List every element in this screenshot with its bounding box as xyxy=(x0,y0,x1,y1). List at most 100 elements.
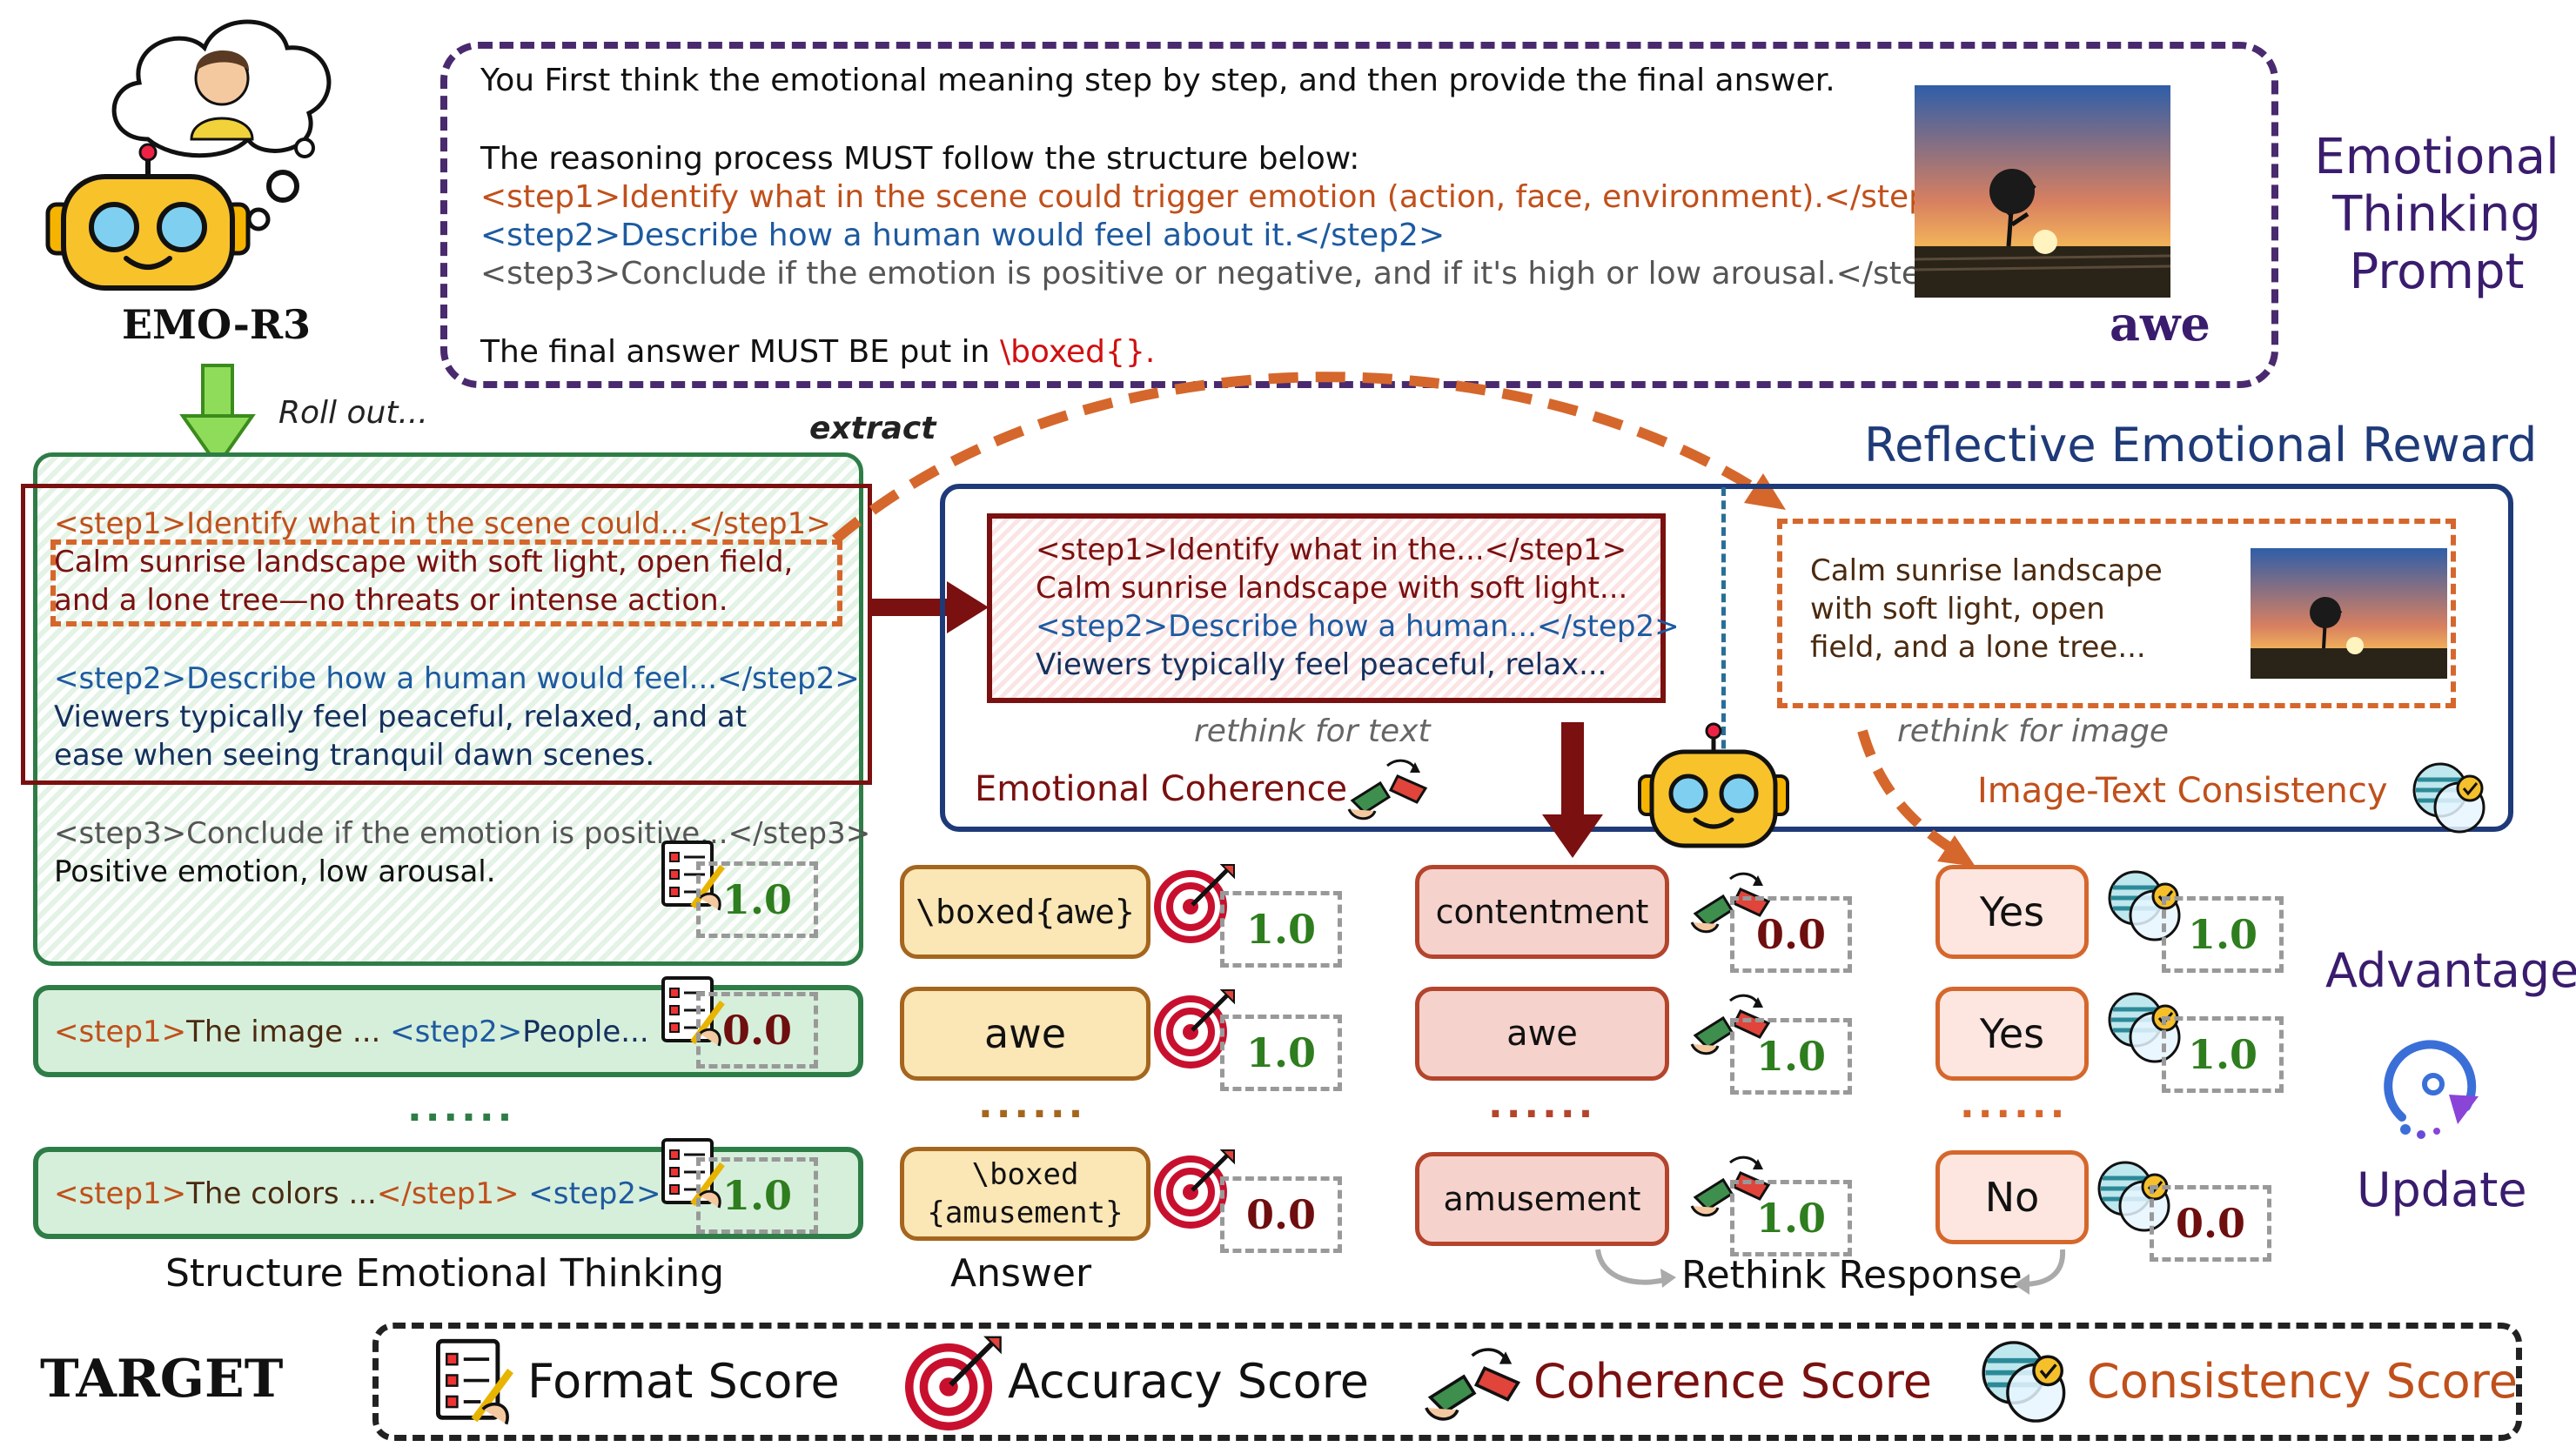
coherence-icon xyxy=(1425,1348,1521,1421)
rollout-step1-close-tag: </step1> xyxy=(376,1176,529,1211)
emotional-coherence-label: Emotional Coherence xyxy=(975,769,1348,809)
curved-arrow-right xyxy=(2014,1249,2066,1295)
down-arrow-image xyxy=(1857,729,1976,867)
thinking-step3-tag: <step3>Conclude if the emotion is positi… xyxy=(54,816,871,851)
extract-arrow xyxy=(832,372,1786,544)
rollout-row xyxy=(33,1147,863,1239)
robot-icon xyxy=(1638,722,1789,848)
rethink-caption: Rethink Response xyxy=(1681,1253,2023,1297)
step1-dashed-highlight xyxy=(50,539,842,626)
structure-caption: Structure Emotional Thinking xyxy=(165,1251,725,1296)
prompt-step1: <step1>Identify what in the scene could … xyxy=(480,179,1976,215)
rethink-text-box xyxy=(987,513,1666,703)
thinking-step2-text-a: Viewers typically feel peaceful, relaxed… xyxy=(54,700,748,734)
coherence-icon xyxy=(1690,994,1771,1055)
rethink-image-label: rethink for image xyxy=(1897,713,2170,749)
curved-arrow-left xyxy=(1595,1249,1676,1288)
legend-coherence: Coherence Score xyxy=(1533,1354,1932,1409)
consistency-box: Yes xyxy=(1935,865,2089,959)
extract-highlight xyxy=(21,484,872,785)
answer-box: awe xyxy=(900,987,1150,1081)
thought-cloud-icon xyxy=(111,19,332,158)
prompt-step3: <step3>Conclude if the emotion is positi… xyxy=(480,256,1987,291)
to-reward-arrow xyxy=(870,581,989,633)
prompt-final: The final answer MUST BE put in \boxed{}… xyxy=(480,334,1155,370)
format-score-value: 1.0 xyxy=(696,861,818,938)
ellipsis: ...... xyxy=(978,1082,1087,1127)
thinking-step1-text-a: Calm sunrise landscape with soft light, … xyxy=(54,545,794,579)
rethink-image-box xyxy=(1777,519,2456,708)
target-label: TARGET xyxy=(40,1349,284,1410)
rethink-text-label: rethink for text xyxy=(1194,713,1431,749)
format-score-icon xyxy=(435,1338,513,1425)
accuracy-icon xyxy=(1154,1149,1235,1229)
rollout-arrow xyxy=(179,364,256,469)
target-legend-box xyxy=(372,1323,2522,1441)
consistency-icon xyxy=(2108,992,2181,1063)
prompt-final-boxed: \boxed{}. xyxy=(999,334,1156,370)
accuracy-icon xyxy=(905,1336,1002,1430)
consistency-icon xyxy=(1982,1341,2066,1423)
consistency-box: No xyxy=(1935,1150,2089,1244)
ellipsis: ...... xyxy=(407,1086,516,1130)
format-score-value: 0.0 xyxy=(696,992,818,1069)
robot-icon xyxy=(45,143,251,291)
update-label: Update xyxy=(2357,1162,2527,1217)
rollout-row-text: <step1>The colors ...</step1> <step2>... xyxy=(54,1176,689,1211)
rethink-box: amusement xyxy=(1415,1152,1669,1246)
structured-thinking-panel xyxy=(33,452,863,966)
rethink-image-line: with soft light, open xyxy=(1810,592,2105,626)
answer-box: \boxed {amusement} xyxy=(900,1147,1150,1241)
roll-out-label: Roll out... xyxy=(278,395,428,431)
coherence-icon xyxy=(1347,759,1428,821)
panel-divider xyxy=(1721,487,1726,828)
reward-title: Reflective Emotional Reward xyxy=(1864,418,2538,472)
ellipsis: ...... xyxy=(1488,1082,1597,1127)
rollout-step1-text: The image ... xyxy=(186,1015,391,1049)
prompt-title-line: Prompt xyxy=(2349,244,2525,300)
consistency-icon xyxy=(2108,870,2181,941)
rethink-text-line: Viewers typically feel peaceful, relax..… xyxy=(1036,647,1607,682)
thinking-step3-text: Positive emotion, low arousal. xyxy=(54,854,496,889)
prompt-box xyxy=(440,42,2278,388)
prompt-final-text: The final answer MUST BE put in xyxy=(480,334,1000,370)
rollout-row-text: <step1>The image ... <step2>People... xyxy=(54,1015,649,1049)
prompt-step2: <step2>Describe how a human would feel a… xyxy=(480,218,1446,253)
advantage-label: Advantage xyxy=(2325,943,2576,998)
accuracy-score-value: 0.0 xyxy=(1220,1176,1342,1253)
thought-bubble-dots-icon xyxy=(246,170,299,231)
consistency-score-value: 1.0 xyxy=(2162,896,2284,973)
ellipsis: ...... xyxy=(1960,1082,2069,1127)
rollout-step1-tag: <step1> xyxy=(54,1176,187,1211)
consistency-icon xyxy=(2412,762,2485,834)
coherence-score-value: 0.0 xyxy=(1730,896,1852,973)
accuracy-score-value: 1.0 xyxy=(1220,1015,1342,1091)
rollout-row xyxy=(33,985,863,1077)
down-arrow-text xyxy=(1542,722,1603,858)
thinking-step2-tag: <step2>Describe how a human would feel..… xyxy=(54,661,860,696)
rollout-step1-tag: <step1> xyxy=(54,1015,187,1049)
answer-box: \boxed{awe} xyxy=(900,865,1150,959)
coherence-score-value: 1.0 xyxy=(1730,1180,1852,1256)
coherence-score-value: 1.0 xyxy=(1730,1018,1852,1095)
format-score-value: 1.0 xyxy=(696,1157,818,1234)
image-label: awe xyxy=(2110,296,2210,352)
thinking-step2-text-b: ease when seeing tranquil dawn scenes. xyxy=(54,738,655,773)
thinking-step1-text-b: and a lone tree—no threats or intense ac… xyxy=(54,583,728,618)
prompt-title: Emotional Thinking Prompt xyxy=(2306,129,2567,301)
consistency-box: Yes xyxy=(1935,987,2089,1081)
prompt-line-1: You First think the emotional meaning st… xyxy=(480,63,1835,98)
rethink-text-line: Calm sunrise landscape with soft light..… xyxy=(1036,571,1628,606)
update-icon xyxy=(2384,1040,2479,1139)
rethink-text-line: <step1>Identify what in the...</step1> xyxy=(1036,533,1627,567)
prompt-line-2: The reasoning process MUST follow the st… xyxy=(480,141,1360,177)
accuracy-icon xyxy=(1154,989,1235,1069)
legend-consistency: Consistency Score xyxy=(2087,1354,2518,1409)
image-text-consistency-label: Image-Text Consistency xyxy=(1977,771,2388,811)
rollout-step2-tag: <step2> xyxy=(390,1015,523,1049)
sunrise-image-small xyxy=(2251,548,2447,679)
rethink-box: contentment xyxy=(1415,865,1669,959)
legend-format: Format Score xyxy=(527,1354,840,1409)
rethink-text-line: <step2>Describe how a human...</step2> xyxy=(1036,609,1680,644)
sunrise-image xyxy=(1914,85,2171,298)
